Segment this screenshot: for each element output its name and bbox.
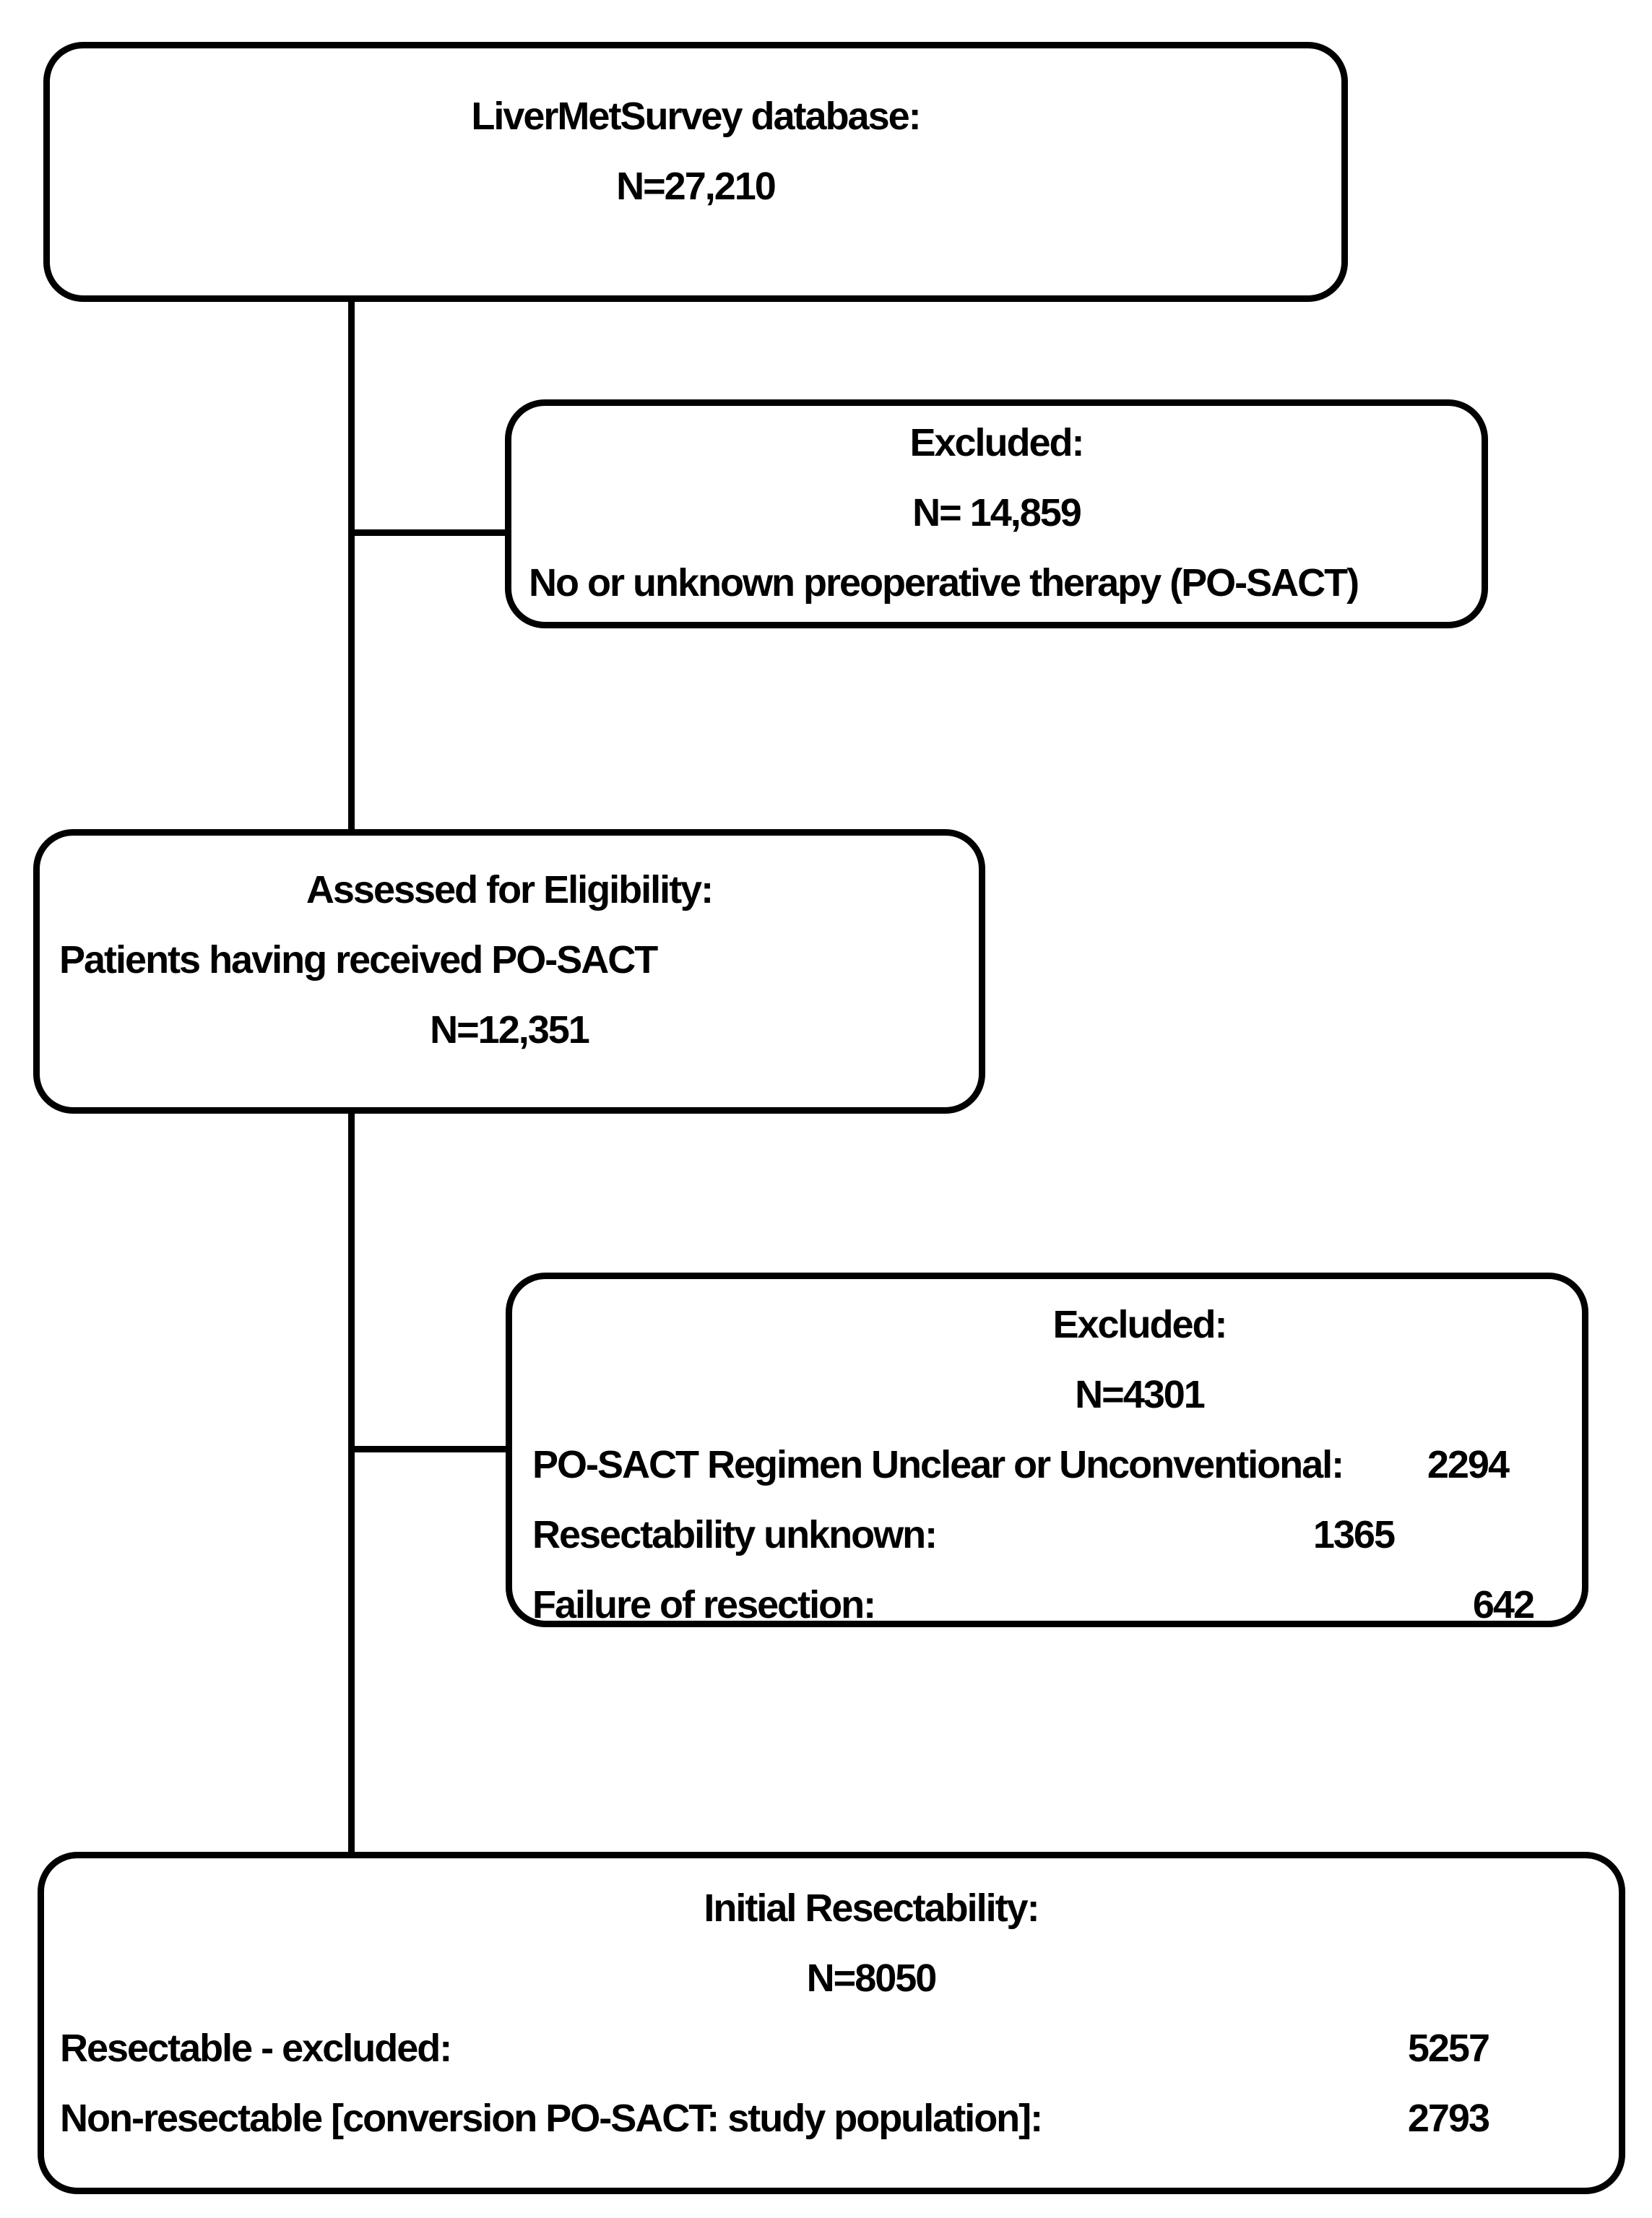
assessed-title: Assessed for Eligibility: [306, 868, 714, 911]
row-label: Failure of resection: [532, 1583, 876, 1626]
excluded-2-count: N=4301 [1075, 1373, 1206, 1416]
excluded-2-title: Excluded: [1052, 1303, 1227, 1346]
row-value: 2294 [1427, 1443, 1510, 1486]
excluded-2-row-failure: Failure of resection: 642 [512, 1570, 1582, 1640]
connector-vertical-1 [348, 299, 355, 833]
excluded-2-row-regimen: PO-SACT Regimen Unclear or Unconventiona… [512, 1430, 1582, 1500]
initial-count: N=8050 [806, 1957, 938, 2000]
row-label: Non-resectable [conversion PO-SACT: stud… [60, 2097, 1043, 2140]
database-title: LiverMetSurvey database: [471, 95, 921, 138]
flow-box-assessed: Assessed for Eligibility: Patients havin… [33, 829, 985, 1114]
excluded-1-title: Excluded: [909, 421, 1084, 464]
row-label: PO-SACT Regimen Unclear or Unconventiona… [532, 1443, 1344, 1486]
row-label: Resectable - excluded: [60, 2027, 452, 2070]
connector-branch-excluded-1 [348, 529, 511, 536]
database-count: N=27,210 [616, 165, 777, 208]
connector-branch-excluded-2 [348, 1446, 511, 1452]
row-value: 5257 [1407, 2027, 1490, 2070]
flow-box-database: LiverMetSurvey database: N=27,210 [43, 42, 1348, 302]
row-value: 642 [1472, 1583, 1535, 1626]
assessed-subtitle: Patients having received PO-SACT [59, 938, 658, 982]
initial-row-resectable: Resectable - excluded: 5257 [44, 2014, 1619, 2084]
row-value: 1365 [1312, 1513, 1396, 1556]
excluded-2-row-resectability: Resectability unknown: 1365 [512, 1500, 1582, 1570]
initial-title: Initial Resectability: [704, 1886, 1039, 1930]
flow-box-initial-resectability: Initial Resectability: N=8050 Resectable… [38, 1852, 1625, 2194]
assessed-count: N=12,351 [430, 1008, 590, 1052]
row-label: Resectability unknown: [532, 1513, 938, 1556]
flow-box-excluded-1: Excluded: N= 14,859 No or unknown preope… [505, 399, 1488, 628]
excluded-1-reason: No or unknown preoperative therapy (PO-S… [529, 561, 1359, 605]
connector-vertical-2 [348, 1109, 355, 1856]
excluded-1-count: N= 14,859 [912, 491, 1082, 534]
row-value: 2793 [1407, 2097, 1490, 2140]
flow-box-excluded-2: Excluded: N=4301 PO-SACT Regimen Unclear… [506, 1273, 1588, 1627]
initial-row-nonresectable: Non-resectable [conversion PO-SACT: stud… [44, 2084, 1619, 2154]
